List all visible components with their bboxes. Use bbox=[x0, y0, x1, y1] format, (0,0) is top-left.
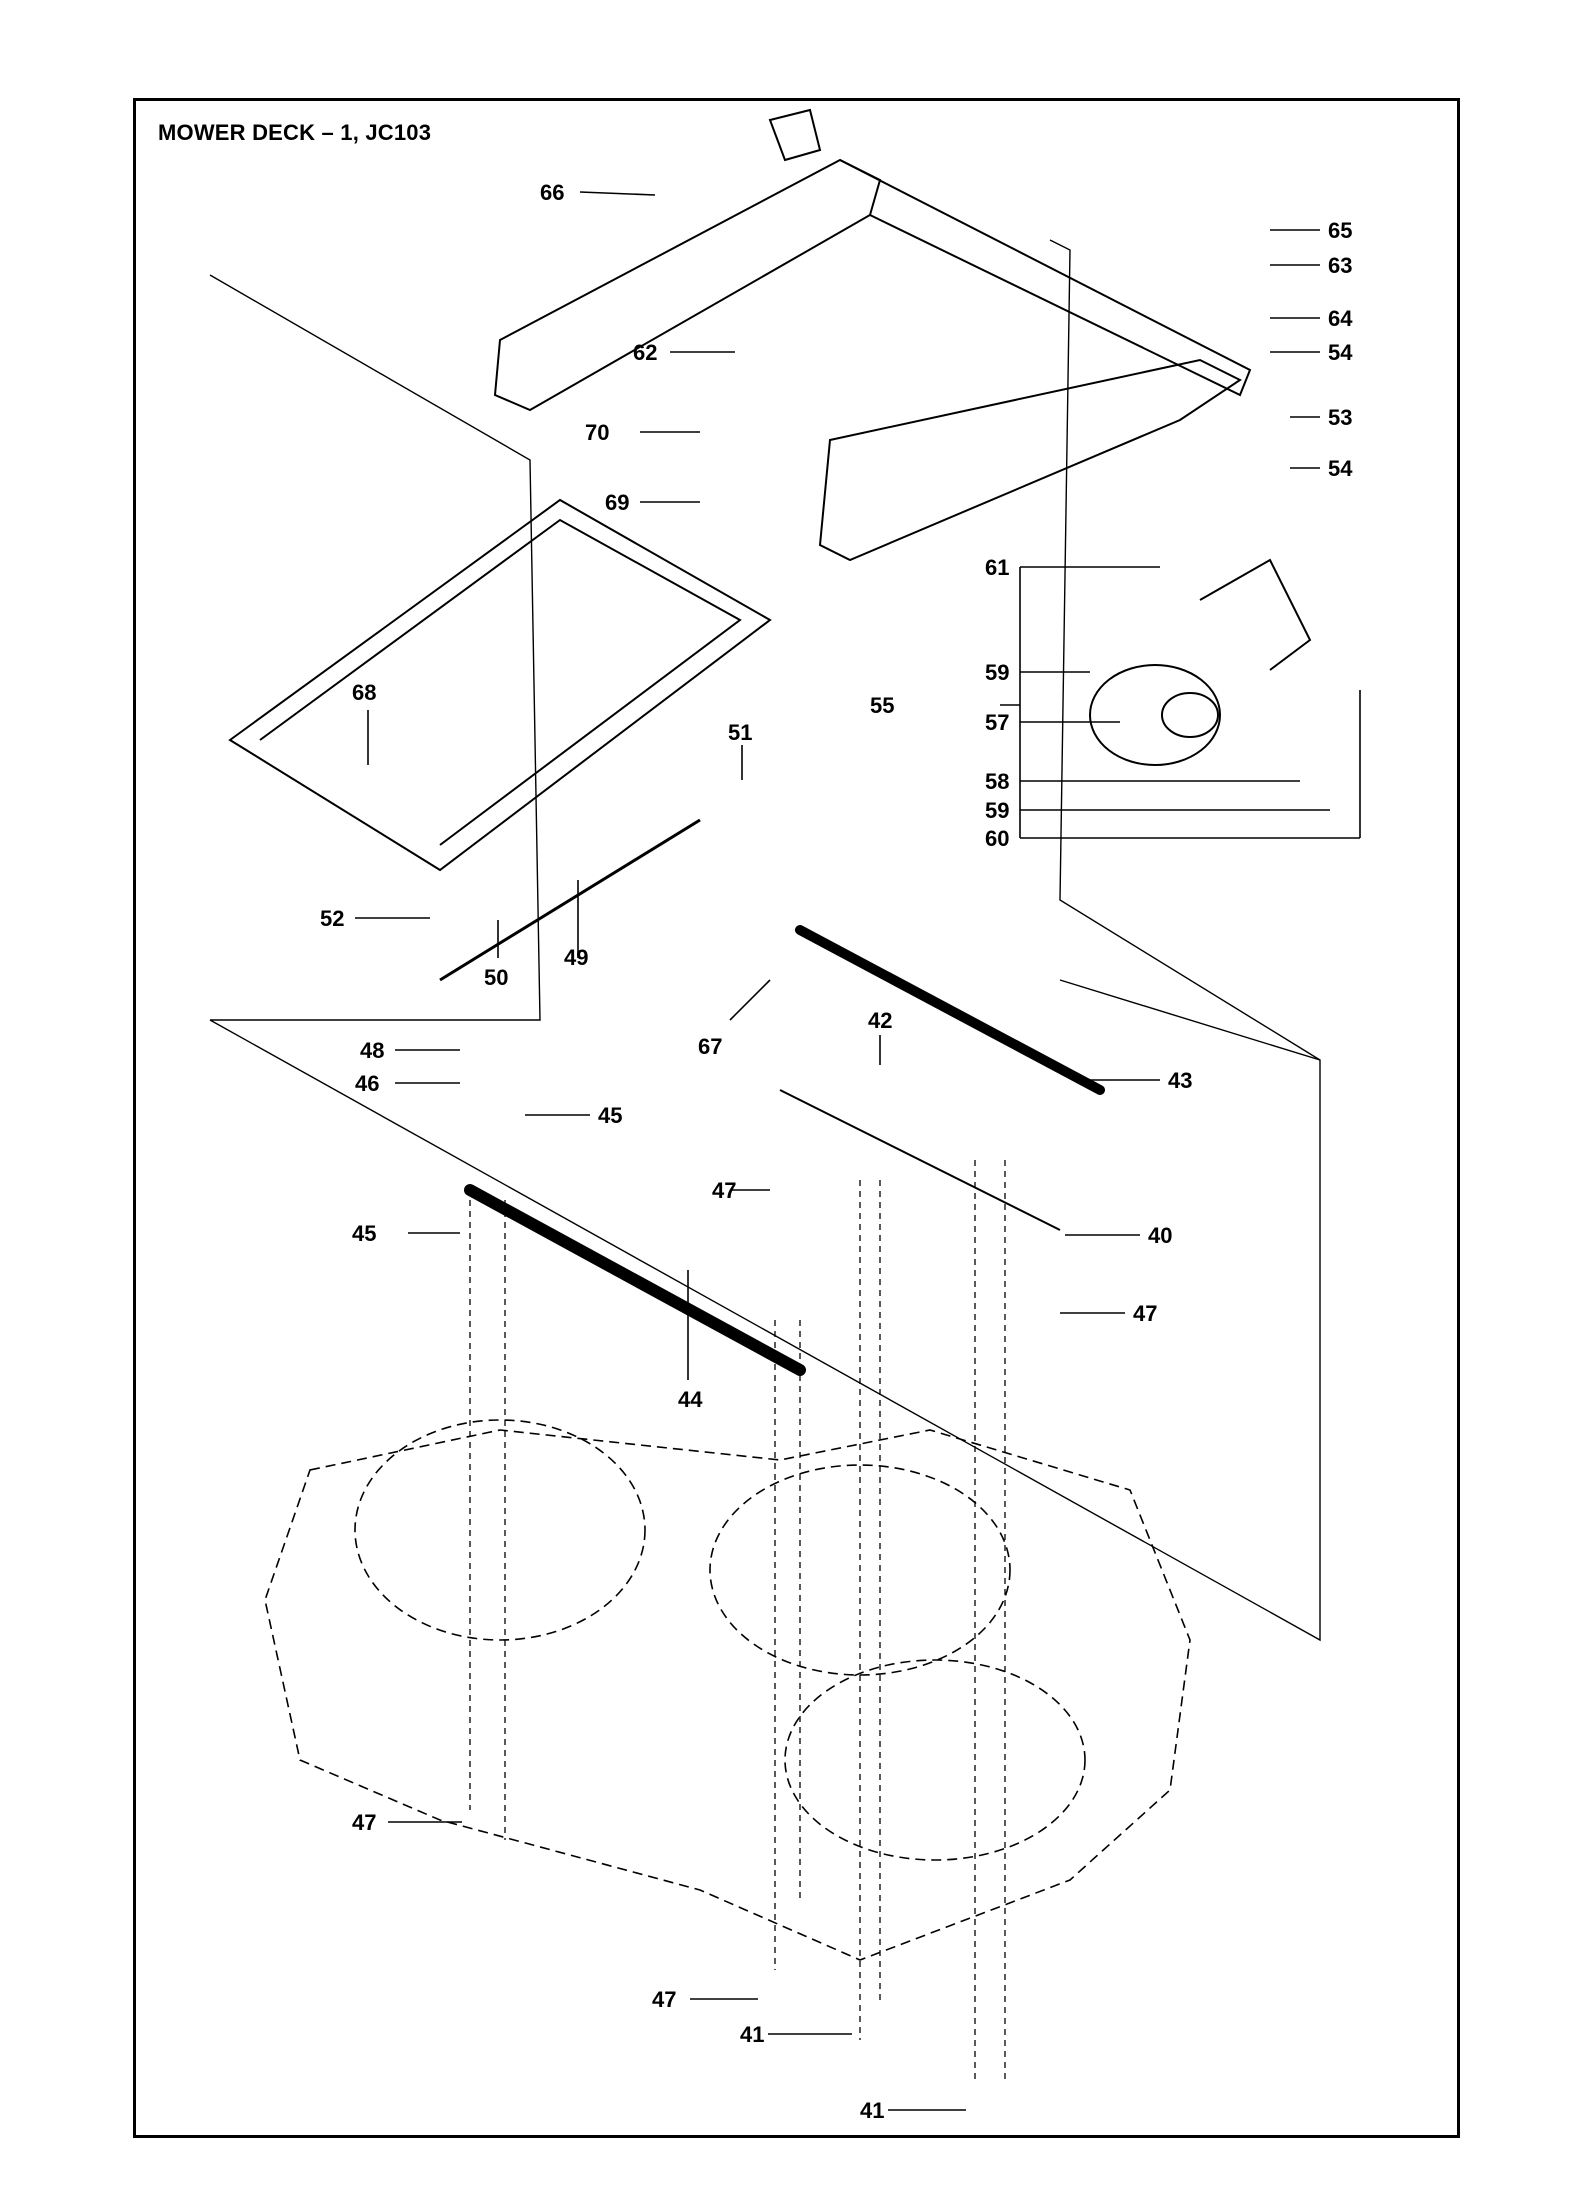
boundary-right bbox=[209, 979, 1321, 1642]
callout-45: 45 bbox=[598, 1103, 622, 1128]
front-shaft-43 bbox=[795, 925, 1105, 1095]
callout-57: 57 bbox=[985, 710, 1009, 735]
lift-shaft-44 bbox=[464, 1184, 806, 1376]
callout-60: 60 bbox=[985, 826, 1009, 851]
front-frame bbox=[228, 498, 772, 872]
lift-link-49 bbox=[439, 818, 701, 982]
callout-55: 55 bbox=[870, 693, 894, 718]
hanger-tube bbox=[768, 108, 822, 162]
callout-49: 49 bbox=[564, 945, 588, 970]
callout-46: 46 bbox=[355, 1071, 379, 1096]
hanger-bar bbox=[839, 159, 1252, 397]
callout-50: 50 bbox=[484, 965, 508, 990]
callout-70: 70 bbox=[585, 420, 609, 445]
callout-66: 66 bbox=[540, 180, 564, 205]
boundary-wheel bbox=[1049, 239, 1321, 1061]
callout-41b: 41 bbox=[860, 2098, 884, 2123]
callout-43: 43 bbox=[1168, 1068, 1192, 1093]
wheel-fork bbox=[1199, 558, 1312, 671]
callout-52: 52 bbox=[320, 906, 344, 931]
mower-deck-shell bbox=[264, 1419, 1191, 1961]
leader-lines bbox=[355, 191, 1361, 2111]
callout-54: 54 bbox=[1328, 340, 1353, 365]
diagram-title: MOWER DECK – 1, JC103 bbox=[158, 120, 432, 145]
callout-59b: 59 bbox=[985, 798, 1009, 823]
callout-64: 64 bbox=[1328, 306, 1353, 331]
callout-67: 67 bbox=[698, 1034, 722, 1059]
boundary-left bbox=[209, 274, 541, 1021]
callout-54b: 54 bbox=[1328, 456, 1353, 481]
diagram-frame bbox=[133, 98, 1460, 2138]
front-frame-inner bbox=[259, 518, 742, 846]
callout-40: 40 bbox=[1148, 1223, 1172, 1248]
callout-42: 42 bbox=[868, 1008, 892, 1033]
callout-68: 68 bbox=[352, 680, 376, 705]
bolt-guide-lines bbox=[469, 1160, 1006, 2080]
callout-45b: 45 bbox=[352, 1221, 376, 1246]
callout-41: 41 bbox=[740, 2022, 764, 2047]
callout-47: 47 bbox=[712, 1178, 736, 1203]
callout-47c: 47 bbox=[352, 1810, 376, 1835]
callout-47d: 47 bbox=[652, 1987, 676, 2012]
callout-62: 62 bbox=[633, 340, 657, 365]
deck-hanger-arm-right bbox=[818, 358, 1242, 562]
gauge-wheel-hub bbox=[1161, 692, 1219, 738]
callout-58: 58 bbox=[985, 769, 1009, 794]
callout-51: 51 bbox=[728, 720, 752, 745]
gauge-wheel bbox=[1089, 664, 1221, 766]
part-outlines bbox=[209, 108, 1321, 2080]
callout-65: 65 bbox=[1328, 218, 1352, 243]
callout-47b: 47 bbox=[1133, 1301, 1157, 1326]
callout-63: 63 bbox=[1328, 253, 1352, 278]
rear-bracket-40 bbox=[779, 1089, 1061, 1231]
callout-labels: 66 62 70 69 68 51 52 50 49 65 63 64 54 5… bbox=[320, 180, 1353, 2123]
callout-61: 61 bbox=[985, 555, 1009, 580]
callout-44: 44 bbox=[678, 1387, 703, 1412]
callout-59: 59 bbox=[985, 660, 1009, 685]
callout-69: 69 bbox=[605, 490, 629, 515]
callout-48: 48 bbox=[360, 1038, 384, 1063]
callout-53: 53 bbox=[1328, 405, 1352, 430]
